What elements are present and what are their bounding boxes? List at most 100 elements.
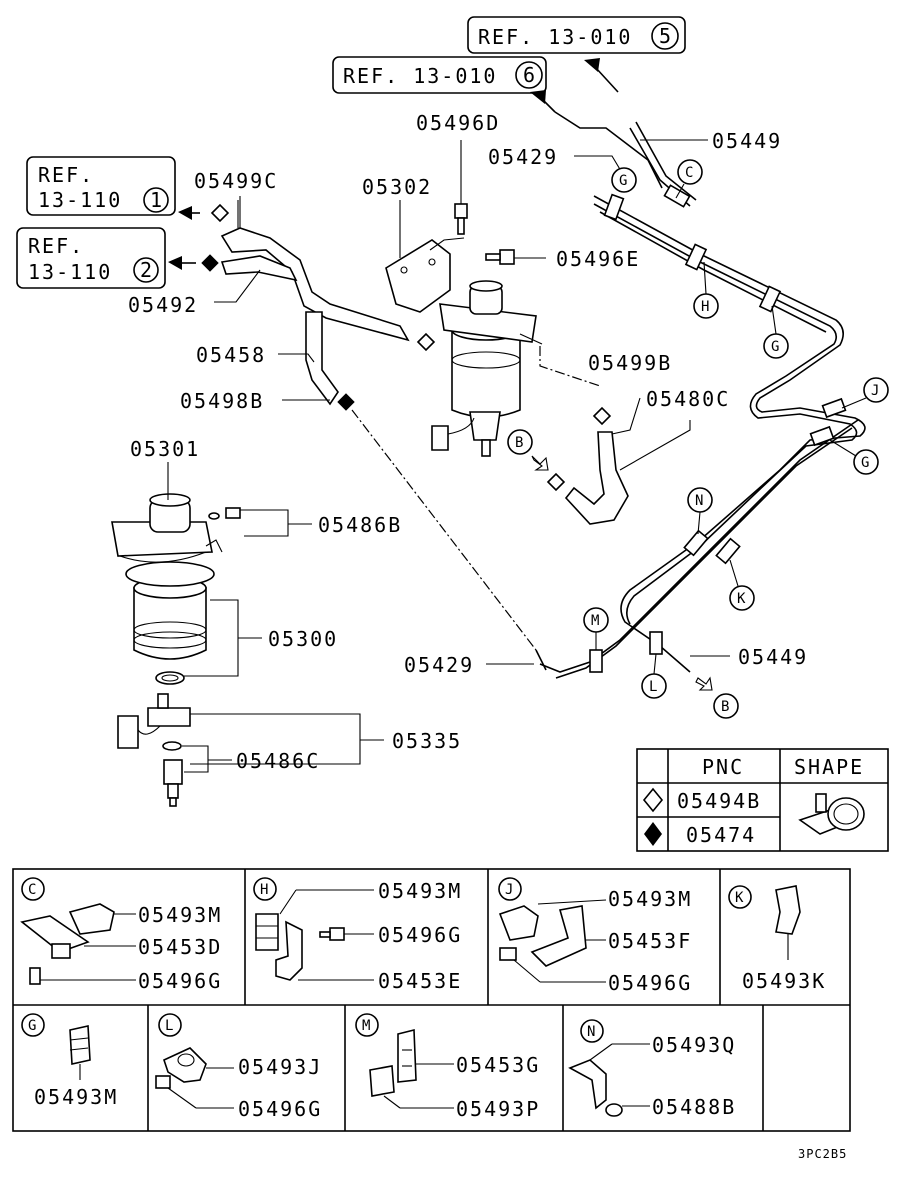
detail-C-part-1: 05493M	[138, 903, 222, 927]
label-05492: 05492	[128, 293, 198, 317]
label-05301: 05301	[130, 437, 200, 461]
washer-05486C[interactable]	[162, 741, 182, 751]
ref-arrows	[168, 58, 619, 270]
detail-M[interactable]: M 05453G 05493P	[355, 1013, 540, 1121]
connector-letter-B-2[interactable]: B	[713, 693, 739, 719]
detail-J-part-1: 05493M	[608, 887, 692, 911]
detail-L-part-1: 05493J	[238, 1055, 322, 1079]
clip-letter-G-3[interactable]: G	[829, 439, 879, 475]
label-05449-bottom: 05449	[738, 645, 808, 669]
diamond-markers	[201, 203, 612, 492]
ref-box-13-010-6[interactable]: REF. 13-010 6	[332, 56, 547, 94]
svg-text:B: B	[515, 435, 523, 451]
hose-05480C[interactable]	[564, 431, 629, 525]
detail-M-part-2: 05493P	[456, 1097, 540, 1121]
ref-box-13-010-5[interactable]: REF. 13-010 5	[467, 16, 686, 54]
ref-box-13-110-1[interactable]: REF. 13-110 1	[26, 156, 176, 216]
svg-text:J: J	[871, 383, 879, 399]
detail-J-part-2: 05453F	[608, 929, 692, 953]
leader-dash-05498B	[351, 409, 537, 651]
legend-outline-diamond-icon	[642, 787, 664, 813]
label-05498B: 05498B	[180, 389, 264, 413]
detail-H-part-1: 05493M	[378, 879, 462, 903]
svg-text:G: G	[28, 1018, 36, 1034]
svg-text:K: K	[735, 890, 744, 906]
bolt-05496E[interactable]	[485, 249, 546, 265]
detail-N[interactable]: N 05493Q 05488B	[568, 1019, 736, 1119]
detail-H[interactable]: H 05493M 05496G 05453E	[253, 877, 462, 993]
svg-text:REF. 13-010: REF. 13-010	[478, 25, 632, 49]
detail-K-part-1: 05493K	[742, 969, 826, 993]
bolt-05496D[interactable]	[454, 140, 468, 235]
svg-text:H: H	[701, 299, 709, 315]
detail-C-part-3: 05496G	[138, 969, 222, 993]
svg-text:REF.: REF.	[28, 234, 84, 258]
label-05486C: 05486C	[236, 749, 320, 773]
svg-text:REF. 13-010: REF. 13-010	[343, 64, 497, 88]
drain-plug[interactable]	[163, 759, 183, 807]
clip-letter-G-2[interactable]: G	[763, 305, 789, 359]
label-05335: 05335	[392, 729, 462, 753]
label-05486B: 05486B	[318, 513, 402, 537]
detail-grid	[12, 868, 851, 1132]
legend-header-pnc: PNC	[702, 755, 744, 779]
detail-N-part-2: 05488B	[652, 1095, 736, 1119]
clip-letter-H[interactable]: H	[693, 261, 719, 319]
svg-text:L: L	[165, 1018, 173, 1034]
o-ring[interactable]	[155, 671, 185, 685]
svg-text:B: B	[721, 699, 729, 715]
clip-letter-C[interactable]: C	[675, 159, 703, 199]
b-arrow-indicators	[531, 455, 713, 691]
detail-J[interactable]: J 05493M 05453F 05496G	[498, 877, 692, 995]
svg-text:H: H	[260, 882, 268, 898]
svg-text:K: K	[737, 591, 746, 607]
clip-letter-J[interactable]: J	[841, 377, 889, 409]
clip-letter-M[interactable]: M	[583, 607, 609, 650]
detail-K[interactable]: K 05493K	[728, 885, 826, 993]
bolt-05486B[interactable]	[208, 507, 241, 520]
detail-H-part-2: 05496G	[378, 923, 462, 947]
leader-lines	[167, 139, 730, 773]
bracket-05302[interactable]	[385, 239, 451, 313]
svg-text:M: M	[591, 613, 599, 629]
legend-filled-diamond-icon	[644, 822, 662, 846]
detail-J-part-3: 05496G	[608, 971, 692, 995]
clip-letter-G-1[interactable]: G	[611, 167, 637, 193]
detail-C[interactable]: C 05493M 05453D 05496G	[20, 877, 222, 993]
fuel-filter-top[interactable]	[431, 280, 543, 457]
label-05449-top: 05449	[712, 129, 782, 153]
detail-N-part-1: 05493Q	[652, 1033, 736, 1057]
callout-labels: 05449 05429 05496D 05499C 05302 05496E 0…	[128, 111, 808, 773]
label-05499B: 05499B	[588, 351, 672, 375]
detail-H-part-3: 05453E	[378, 969, 462, 993]
clip-letter-K[interactable]: K	[729, 559, 755, 611]
diagram-code: 3PC2B5	[798, 1147, 847, 1161]
label-05496E: 05496E	[556, 247, 640, 271]
detail-G-part-1: 05493M	[34, 1085, 118, 1109]
clip-letter-L[interactable]: L	[641, 653, 667, 699]
ref-box-13-110-2[interactable]: REF. 13-110 2	[16, 227, 166, 289]
fuel-filter-05300[interactable]	[111, 493, 223, 660]
svg-text:2: 2	[140, 258, 154, 282]
sensor-05335[interactable]	[117, 693, 191, 749]
connector-letter-B-1[interactable]: B	[507, 429, 533, 455]
fuel-hoses-left	[220, 196, 410, 406]
pnc-shape-legend: PNC SHAPE 05494B 05474	[636, 748, 889, 852]
label-05300: 05300	[268, 627, 338, 651]
legend-shape-clamp-icon	[798, 793, 865, 835]
label-05302: 05302	[362, 175, 432, 199]
svg-text:5: 5	[659, 24, 673, 48]
detail-L[interactable]: L 05493J 05496G	[155, 1013, 322, 1121]
clip-letter-N[interactable]: N	[687, 487, 713, 535]
label-05458: 05458	[196, 343, 266, 367]
svg-text:13-110: 13-110	[28, 260, 112, 284]
legend-pnc-05494B: 05494B	[677, 789, 761, 813]
detail-G[interactable]: G 05493M	[21, 1013, 118, 1109]
detail-M-part-1: 05453G	[456, 1053, 540, 1077]
svg-text:G: G	[619, 173, 627, 189]
detail-C-part-2: 05453D	[138, 935, 222, 959]
detail-L-part-2: 05496G	[238, 1097, 322, 1121]
svg-text:M: M	[362, 1018, 370, 1034]
leader-dash-05499B	[539, 346, 601, 387]
